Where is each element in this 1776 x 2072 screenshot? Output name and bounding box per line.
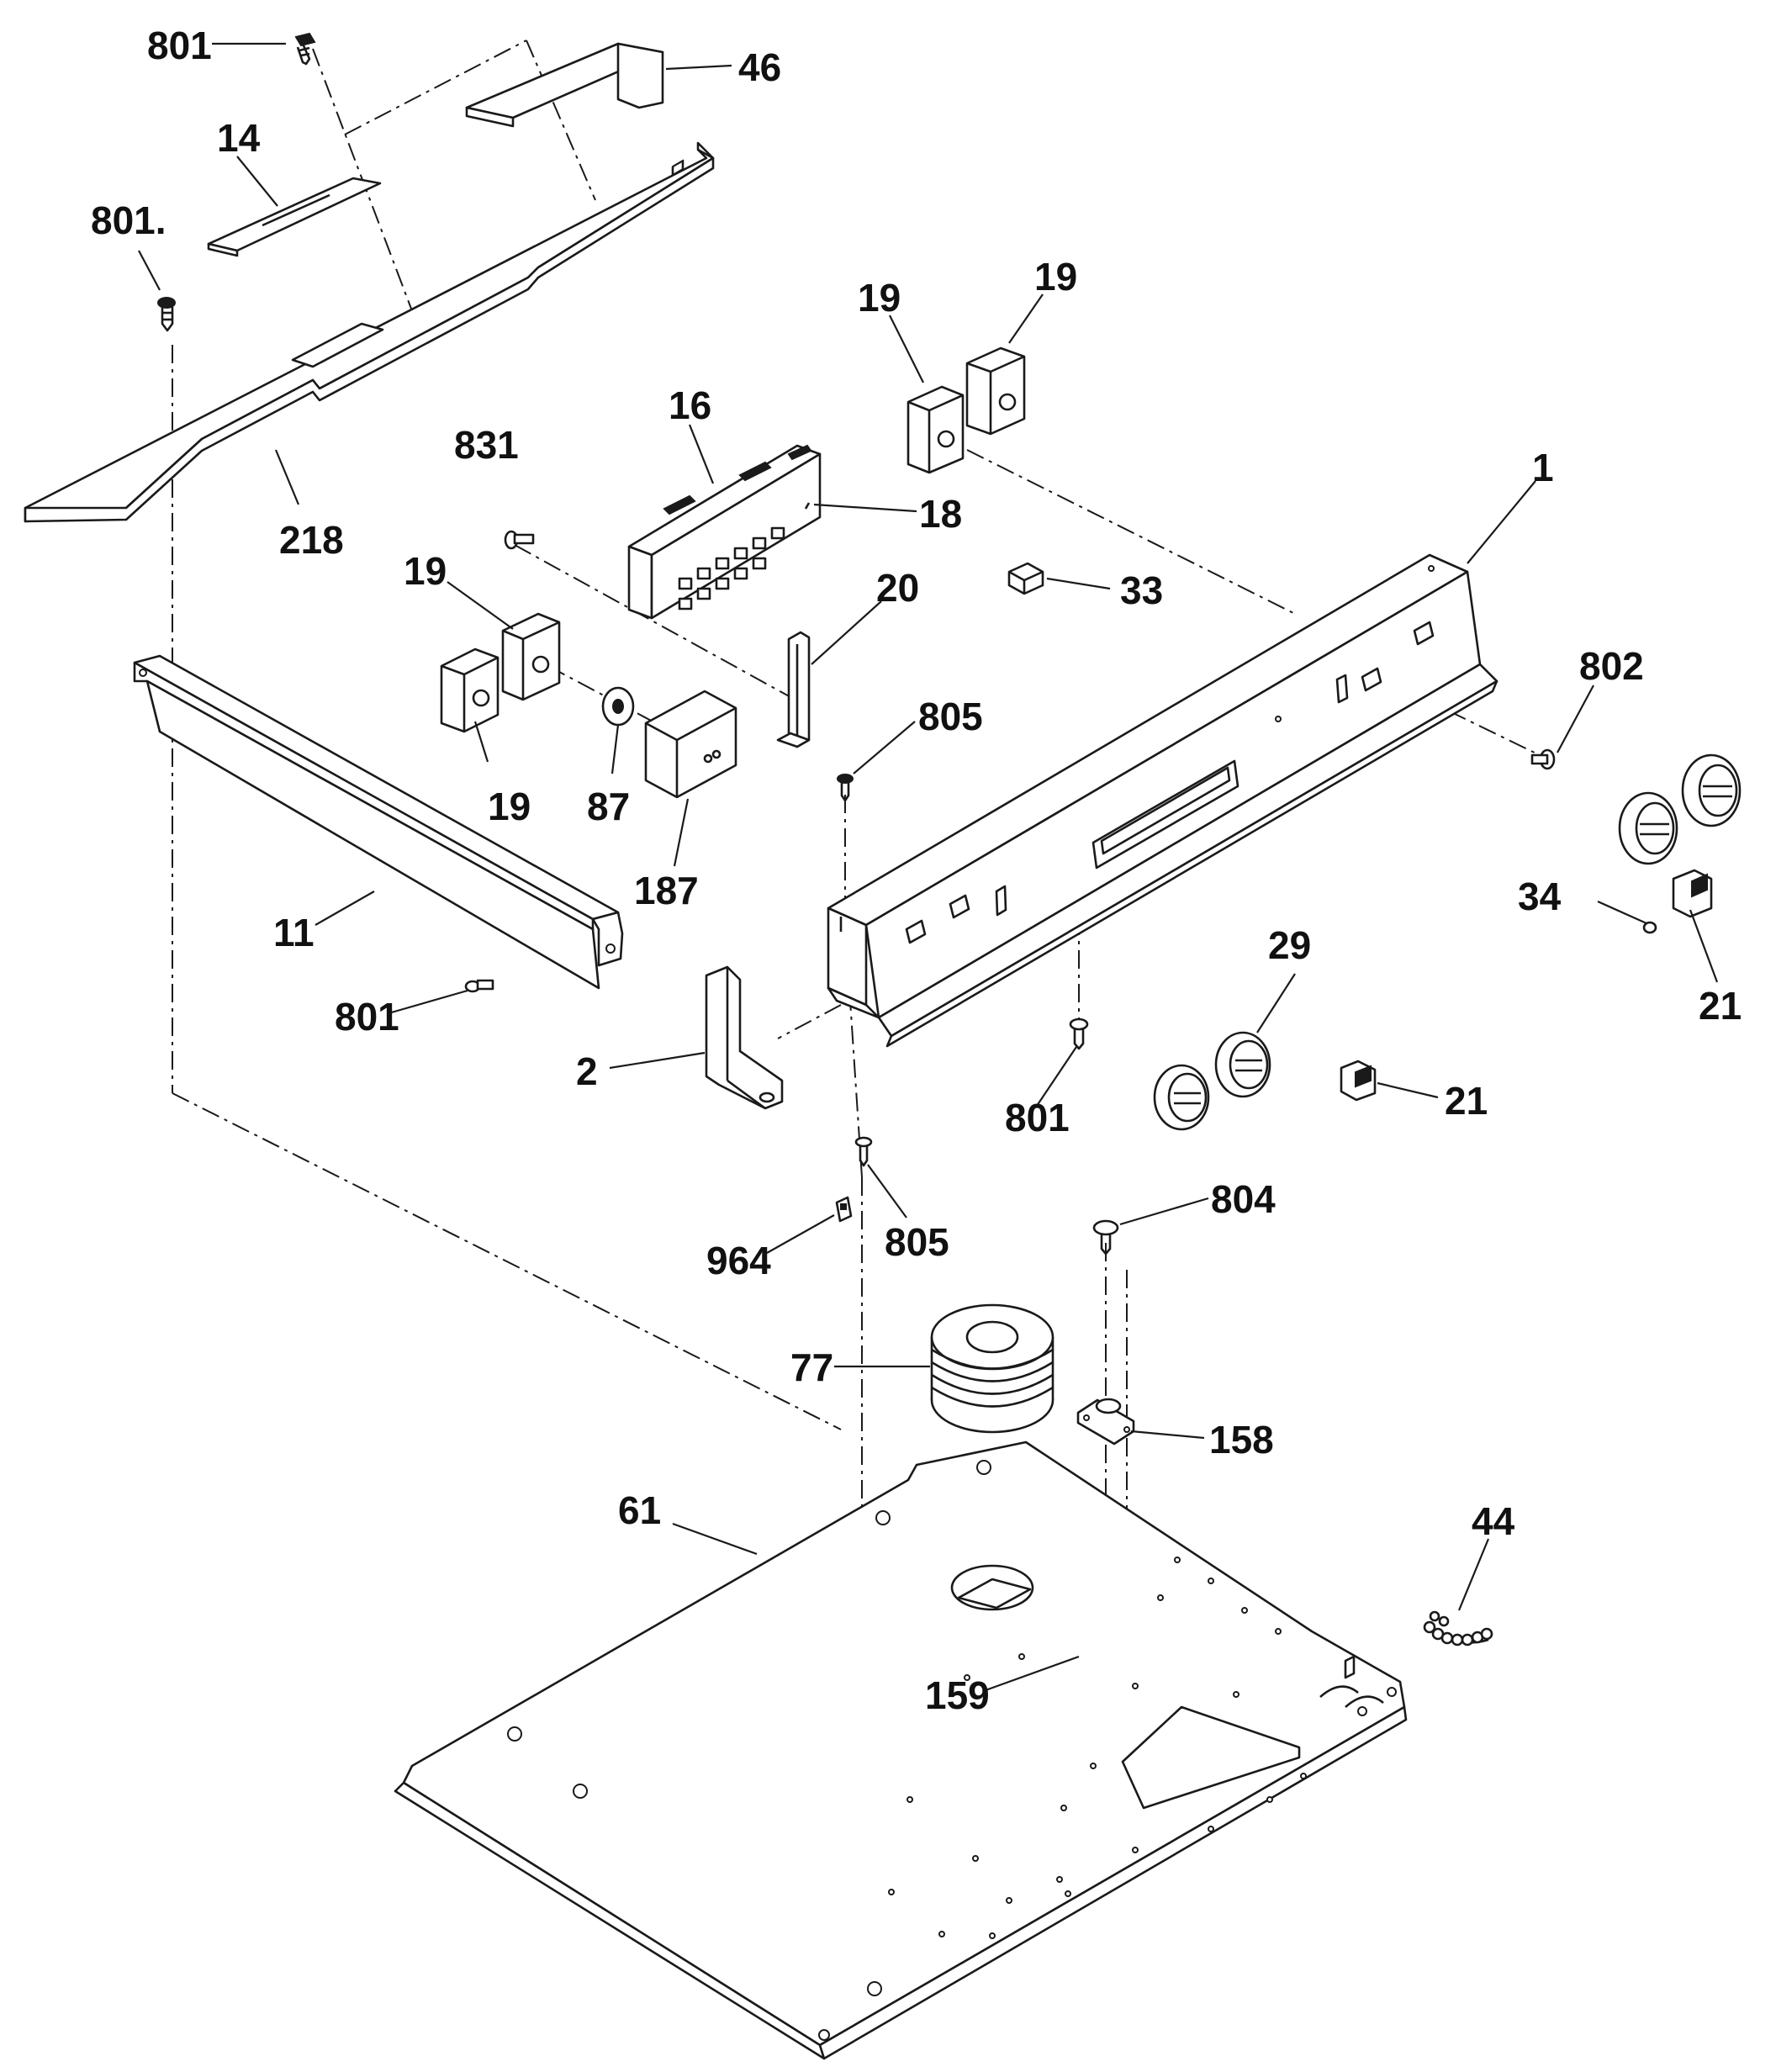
callout-20: 20 (876, 566, 919, 610)
callout-801: 801. (91, 198, 166, 242)
callout-1: 1 (1532, 446, 1554, 489)
switch-19-mid-right (501, 612, 561, 701)
screw-34 (1642, 921, 1657, 934)
base-plate-61 (394, 1440, 1408, 2060)
knob-29-left (1153, 1064, 1210, 1131)
base-holes (507, 1460, 1397, 2041)
control-board-16 (627, 159, 822, 620)
callout-801: 801 (335, 995, 399, 1039)
callout-labels: 801 46 14 801. 19 19 16 831 18 1 218 33 … (91, 24, 1742, 1717)
knob-upper-right (1681, 753, 1742, 827)
callout-21: 21 (1699, 984, 1742, 1028)
screw-805-bottom (854, 1136, 873, 1167)
callout-11: 11 (273, 911, 314, 954)
switch-19-top-left (906, 385, 965, 474)
callout-18: 18 (919, 492, 962, 536)
callout-19: 19 (488, 785, 531, 828)
callout-87: 87 (587, 785, 630, 828)
leader-lines (138, 42, 1719, 1692)
screw-805-top (837, 774, 854, 802)
callout-802: 802 (1579, 644, 1644, 688)
callout-804: 804 (1211, 1177, 1276, 1221)
clip-964 (835, 1196, 853, 1223)
callout-19: 19 (404, 549, 447, 593)
callout-46: 46 (738, 45, 781, 89)
callout-19: 19 (1034, 255, 1077, 299)
plate-14 (207, 177, 382, 257)
callout-29: 29 (1268, 923, 1311, 967)
bracket-20 (776, 631, 811, 748)
callout-33: 33 (1120, 568, 1163, 612)
rail-11 (133, 654, 624, 990)
bracket-46 (465, 42, 664, 128)
screw-801-top (294, 32, 316, 66)
switch-19-mid-left (440, 648, 500, 733)
callout-19: 19 (858, 276, 901, 320)
callout-21: 21 (1445, 1079, 1488, 1123)
harness-44 (1423, 1610, 1493, 1646)
callout-159: 159 (925, 1673, 990, 1717)
callout-14: 14 (217, 116, 261, 160)
callout-187: 187 (634, 869, 699, 912)
control-panel-1 (827, 553, 1498, 1048)
screw-801-left (157, 297, 176, 332)
callout-218: 218 (279, 518, 344, 562)
callout-16: 16 (669, 383, 711, 427)
block-187 (644, 690, 737, 799)
rocker-switch-21-lower (1340, 1060, 1377, 1102)
connector-33 (1007, 562, 1044, 595)
knob-upper-left (1618, 791, 1678, 865)
screw-802 (1530, 748, 1556, 770)
callout-964: 964 (706, 1239, 771, 1282)
callout-801: 801 (147, 24, 212, 67)
callout-801: 801 (1005, 1096, 1070, 1139)
screw-804 (1092, 1219, 1119, 1255)
panel-218 (24, 141, 715, 523)
callout-61: 61 (618, 1488, 661, 1532)
callout-158: 158 (1209, 1418, 1274, 1462)
switch-19-top-right (965, 346, 1026, 436)
callout-2: 2 (576, 1049, 598, 1093)
screw-831 (504, 530, 535, 550)
screw-801-rail (464, 979, 494, 993)
callout-805: 805 (885, 1220, 949, 1264)
callout-831: 831 (454, 423, 519, 467)
washer-87 (601, 686, 635, 727)
end-bracket-2 (705, 965, 784, 1110)
insulation-roll-77 (930, 1303, 1054, 1434)
callout-77: 77 (790, 1345, 833, 1389)
clip-18 (804, 502, 811, 510)
callout-805: 805 (918, 695, 983, 738)
screw-801-panel (1069, 1018, 1089, 1050)
callout-34: 34 (1518, 875, 1562, 918)
rocker-switch-21-upper (1672, 869, 1713, 918)
callout-44: 44 (1472, 1499, 1515, 1543)
thermostat-158 (1076, 1398, 1135, 1446)
knob-29-right (1214, 1031, 1271, 1098)
board-keys (678, 526, 785, 610)
